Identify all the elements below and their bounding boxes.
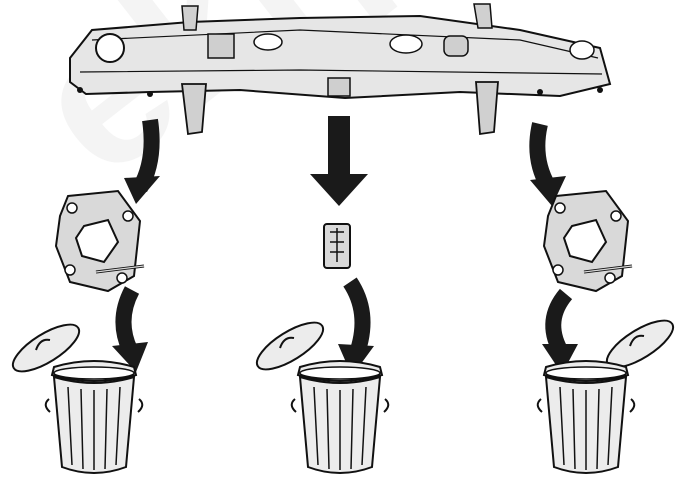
trash-can-icon: [290, 359, 390, 475]
trash-can-icon: [44, 359, 144, 475]
mounting-bracket-icon: [542, 189, 634, 293]
trash-can-icon: [536, 359, 636, 475]
arrow-icon: [338, 277, 374, 376]
arrow-icon: [124, 118, 160, 204]
arrow-icon: [112, 286, 148, 372]
mounting-bracket-icon: [54, 189, 146, 293]
arrow-icon: [310, 116, 368, 206]
arrow-icon: [529, 122, 566, 206]
arrow-icon: [542, 288, 578, 374]
clip-icon: [323, 223, 351, 269]
front-crossmember-icon: [69, 3, 612, 136]
